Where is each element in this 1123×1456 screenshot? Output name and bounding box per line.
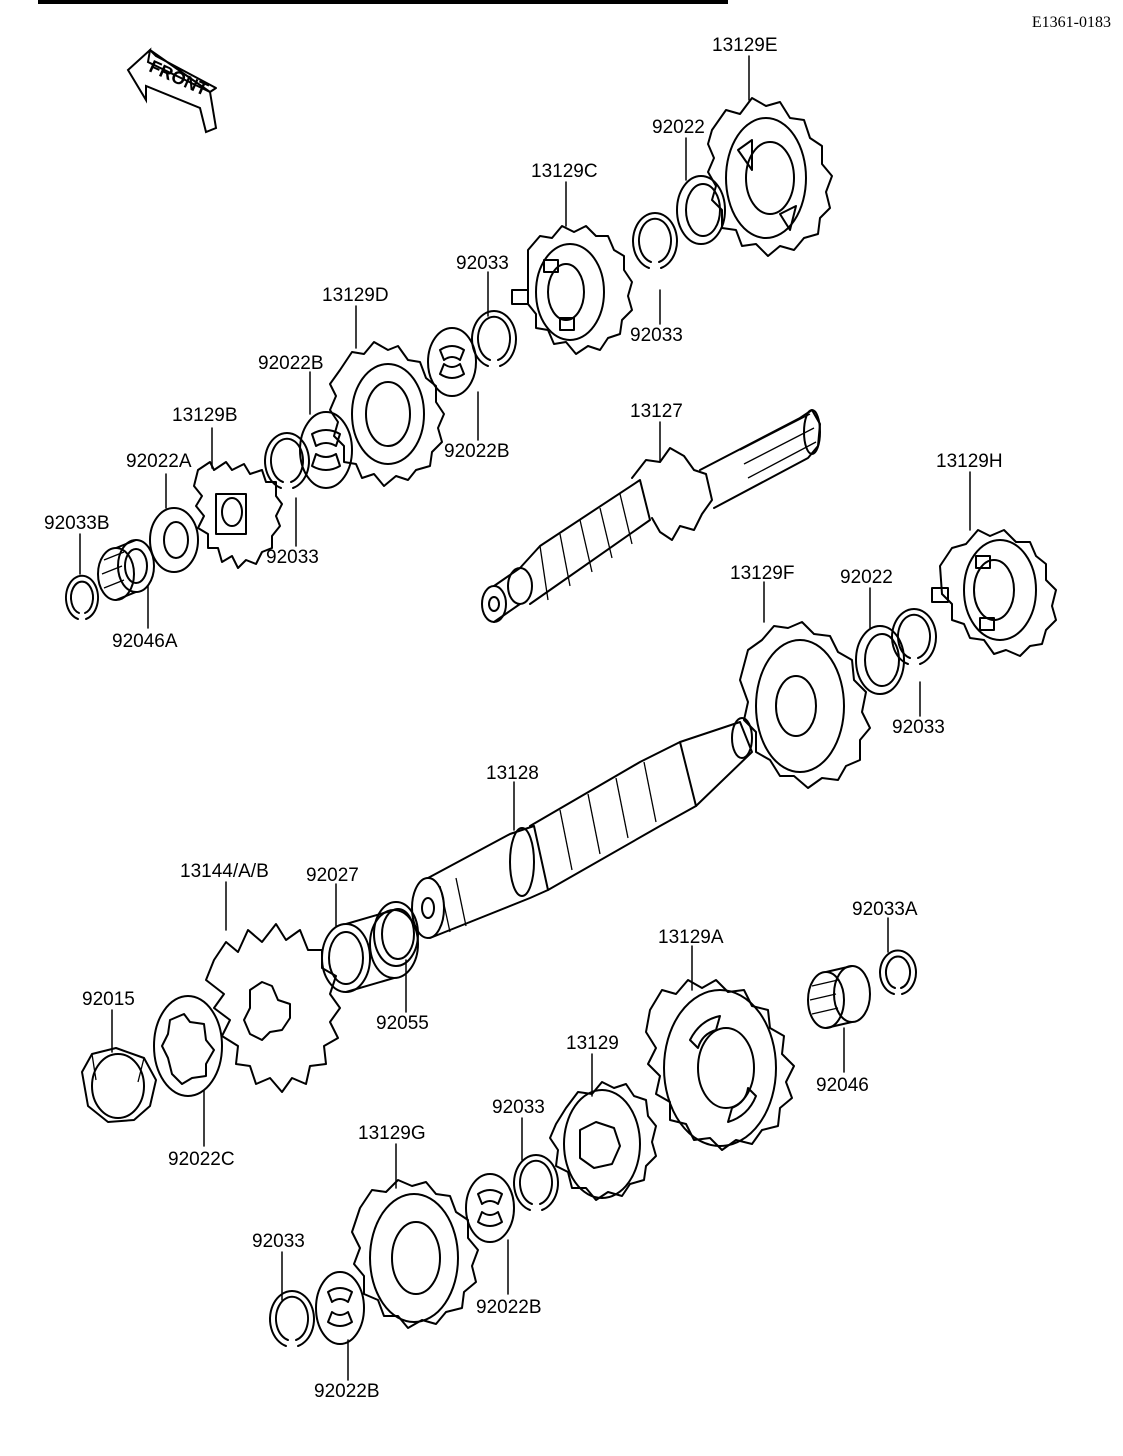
part-92033-circlip — [264, 432, 310, 489]
label-13129: 13129 — [566, 1033, 619, 1054]
part-13144-sprocket — [205, 923, 341, 1093]
part-92055-circlip — [373, 901, 419, 967]
label-92022C: 92022C — [168, 1149, 235, 1170]
part-92027-collar — [321, 909, 419, 993]
label-13129B: 13129B — [172, 405, 238, 426]
label-13129E: 13129E — [712, 35, 778, 56]
part-13129A-gear — [645, 979, 795, 1151]
part-92046A-needle-bearing — [97, 539, 155, 601]
label-92022B: 92022B — [444, 441, 510, 462]
top-border-line — [38, 0, 728, 4]
label-13129A: 13129A — [658, 927, 724, 948]
label-92055: 92055 — [376, 1013, 429, 1034]
part-92015-nut — [81, 1047, 157, 1123]
label-92015: 92015 — [82, 989, 135, 1010]
label-92022: 92022 — [840, 567, 893, 588]
label-92033: 92033 — [492, 1097, 545, 1118]
part-92033-circlip — [269, 1290, 315, 1347]
part-92022C-lockwasher — [153, 995, 223, 1097]
part-13127-input-shaft — [481, 409, 821, 623]
part-92033A-circlip — [879, 949, 917, 995]
label-92022B: 92022B — [258, 353, 324, 374]
label-13144AB: 13144/A/B — [180, 861, 269, 882]
label-92022B: 92022B — [476, 1297, 542, 1318]
part-13129-gear — [549, 1081, 657, 1201]
label-92022: 92022 — [652, 117, 705, 138]
part-13129E-gear — [707, 97, 833, 257]
label-92033: 92033 — [252, 1231, 305, 1252]
label-13127: 13127 — [630, 401, 683, 422]
part-13129C-gear — [511, 225, 633, 355]
label-13129F: 13129F — [730, 563, 795, 584]
leader-lines — [79, 55, 971, 1381]
label-92033: 92033 — [266, 547, 319, 568]
diagram-code: E1361-0183 — [1031, 14, 1111, 31]
label-13129H: 13129H — [936, 451, 1003, 472]
label-92033: 92033 — [456, 253, 509, 274]
part-92022B-washer — [315, 1271, 365, 1345]
part-13129B-gear — [193, 461, 283, 569]
part-92033-circlip — [632, 212, 678, 269]
label-92033: 92033 — [630, 325, 683, 346]
part-92022B-washer — [465, 1173, 515, 1243]
part-92033-circlip — [471, 310, 517, 367]
part-92033-circlip — [513, 1154, 559, 1211]
part-13128-output-shaft — [411, 717, 753, 939]
label-13129G: 13129G — [358, 1123, 426, 1144]
part-92033B-circlip — [65, 574, 99, 620]
part-13129G-gear — [351, 1179, 479, 1329]
part-13129D-gear — [329, 341, 445, 487]
label-92033: 92033 — [892, 717, 945, 738]
label-92022A: 92022A — [126, 451, 192, 472]
label-92027: 92027 — [306, 865, 359, 886]
label-13129C: 13129C — [531, 161, 598, 182]
part-92022A-washer — [149, 507, 199, 573]
part-92022B-washer — [299, 411, 353, 489]
part-92022-washer — [676, 175, 726, 245]
front-arrow-icon: FRONT — [126, 47, 218, 134]
label-13128: 13128 — [486, 763, 539, 784]
label-13129D: 13129D — [322, 285, 389, 306]
part-92022B-washer — [427, 327, 477, 397]
label-92033B: 92033B — [44, 513, 110, 534]
label-92022B: 92022B — [314, 1381, 380, 1402]
part-13129H-gear — [931, 529, 1057, 657]
part-92046-needle-bearing — [807, 965, 871, 1029]
part-13129F-gear — [739, 621, 871, 789]
part-92022-washer — [855, 625, 905, 695]
label-92046: 92046 — [816, 1075, 869, 1096]
label-92033A: 92033A — [852, 899, 918, 920]
label-92046A: 92046A — [112, 631, 178, 652]
